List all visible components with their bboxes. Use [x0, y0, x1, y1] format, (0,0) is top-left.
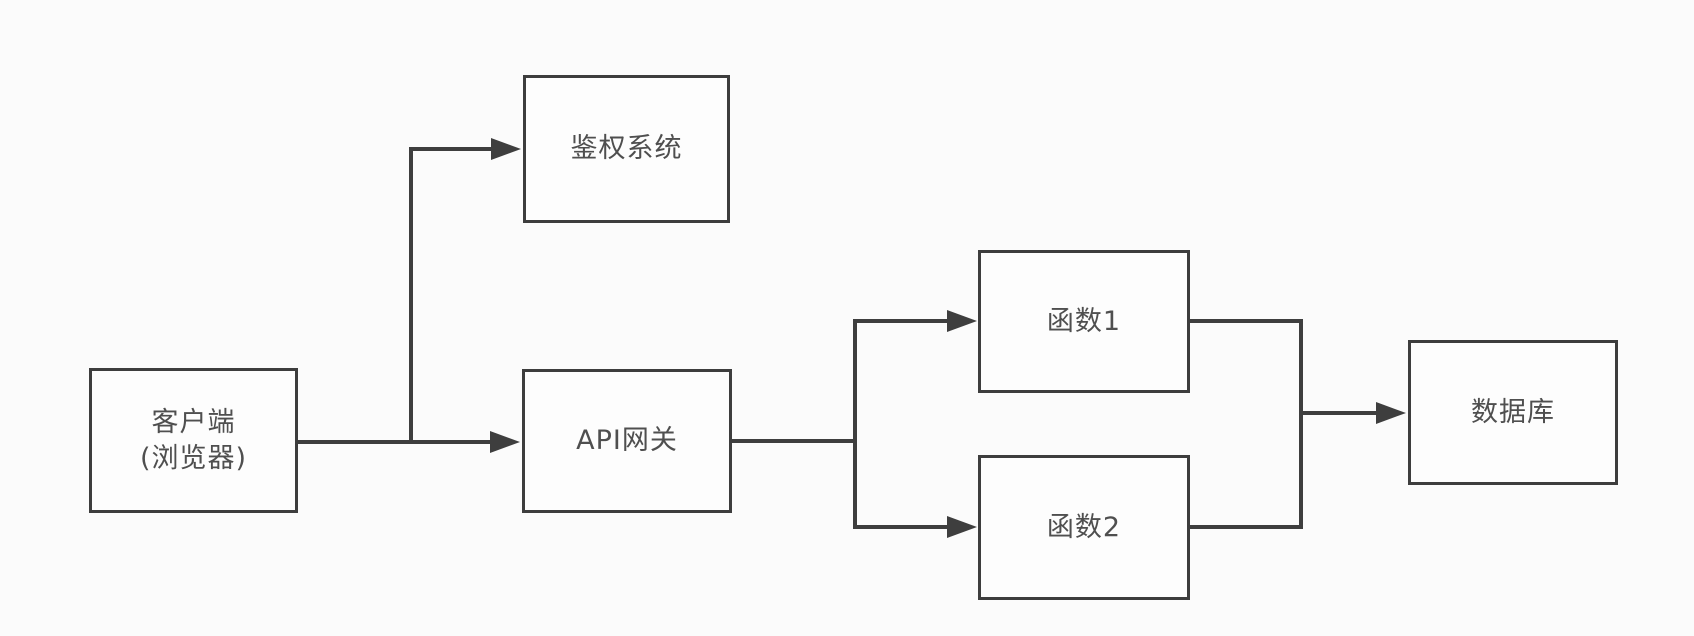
edge-function-2-to-database — [1190, 413, 1303, 529]
arrowhead-icon — [490, 431, 520, 453]
edge-function-1-to-database — [1190, 319, 1303, 413]
edge-client-to-auth-system — [409, 138, 521, 442]
arrowhead-icon — [947, 310, 977, 332]
node-auth-system: 鉴权系统 — [523, 75, 730, 223]
node-client: 客户端 (浏览器) — [89, 368, 298, 513]
arrowhead-icon — [491, 138, 521, 160]
node-function-1-label: 函数1 — [1046, 305, 1122, 337]
node-api-gateway: API网关 — [522, 369, 732, 513]
node-function-2-label: 函数2 — [1046, 511, 1122, 543]
node-function-2: 函数2 — [978, 455, 1190, 600]
node-client-label: 客户端 — [151, 406, 236, 438]
arrowhead-icon — [947, 516, 977, 538]
edge-api-gateway-to-function-1 — [732, 310, 977, 443]
node-api-gateway-label: API网关 — [576, 425, 678, 457]
node-database-label: 数据库 — [1471, 396, 1555, 428]
edge-merge-to-database — [1301, 402, 1406, 424]
edge-api-gateway-to-function-2 — [853, 441, 977, 538]
edge-client-to-api-gateway — [298, 431, 520, 453]
arrowhead-icon — [1376, 402, 1406, 424]
node-function-1: 函数1 — [978, 250, 1190, 393]
node-database: 数据库 — [1408, 340, 1618, 485]
node-auth-system-label: 鉴权系统 — [570, 133, 683, 165]
node-client-sublabel: (浏览器) — [139, 442, 248, 474]
